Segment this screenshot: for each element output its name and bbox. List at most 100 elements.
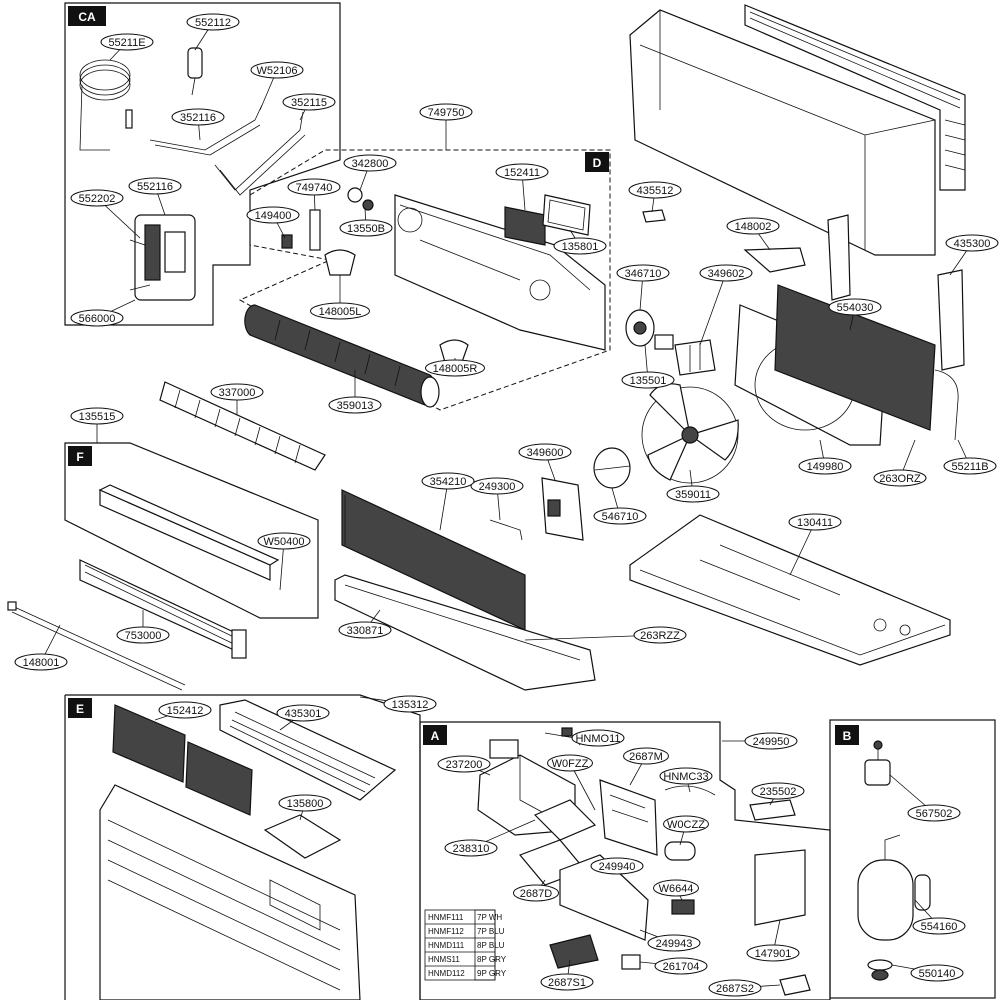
fan-motor-546710-part (593, 447, 631, 489)
label-oval (910, 964, 964, 982)
section-tag-b: B (835, 725, 859, 745)
part-label-346710: 346710 (616, 264, 670, 311)
label-text: 359013 (337, 400, 374, 412)
bracket-349600-part (541, 477, 584, 541)
part-label-135801: 135801 (553, 229, 607, 255)
label-oval (616, 264, 670, 282)
wire-harness-table (424, 909, 496, 981)
channel-135515-part (98, 484, 280, 581)
label-text: 2687M (629, 751, 663, 763)
part-label-550140: 550140 (891, 964, 964, 982)
drain-pan-330871-part (334, 574, 596, 691)
label-text: 552112 (195, 17, 231, 29)
base-pan-130411-part (629, 514, 951, 666)
part-label-359011: 359011 (666, 469, 720, 503)
wire-249300-part (489, 519, 523, 541)
part-label-2687d: 2687D (513, 879, 559, 902)
part-label-13550b: 13550B (339, 207, 393, 237)
section-tag-a: A (423, 725, 447, 745)
label-text: 135801 (562, 241, 599, 253)
label-oval (912, 917, 966, 935)
harness-hnmc33-part (664, 785, 716, 796)
label-text: W0FZZ (552, 758, 589, 770)
label-text: 263RZZ (640, 630, 680, 642)
board-2687s1-part (549, 934, 599, 969)
plate-147901-part (754, 849, 806, 926)
label-oval (278, 794, 332, 812)
label-text: 337000 (219, 387, 256, 399)
label-oval (70, 189, 124, 207)
wire-code: HNMF111 (428, 913, 464, 922)
gasket-135801-part (542, 194, 591, 236)
label-text: 753000 (125, 630, 162, 642)
label-oval (647, 934, 701, 952)
label-text: 55211B (951, 461, 988, 473)
part-label-352116: 352116 (171, 108, 225, 141)
label-text: 148002 (735, 221, 772, 233)
label-text: W50400 (264, 536, 305, 548)
label-oval (257, 532, 311, 550)
section-tag-e: E (68, 698, 92, 718)
cross-flow-fan-359013-part (244, 304, 440, 408)
label-text: W52106 (257, 65, 298, 77)
part-label-261704: 261704 (639, 957, 708, 975)
label-text: 349600 (527, 447, 564, 459)
leader-line (789, 521, 816, 576)
part-label-352115: 352115 (282, 93, 336, 121)
part-label-566000: 566000 (70, 299, 136, 327)
label-text: 552116 (137, 181, 173, 193)
label-oval (593, 507, 647, 525)
svg-text:F: F (76, 450, 83, 464)
label-text: 130411 (797, 517, 833, 529)
label-text: 147901 (755, 948, 792, 960)
label-text: 249950 (753, 736, 790, 748)
motor-346710-part (625, 309, 674, 350)
label-oval (553, 237, 607, 255)
label-oval (828, 298, 882, 316)
label-oval (470, 477, 524, 495)
relay-261704-part (621, 954, 641, 970)
cover-152411-part (504, 206, 546, 246)
holder-148005l-part (324, 249, 356, 276)
label-text: 342800 (352, 158, 389, 170)
part-label-148002: 148002 (726, 217, 780, 251)
bracket-749740-part (309, 209, 321, 251)
wire-desc: 8P GRY (477, 955, 507, 964)
section-d-frame (238, 149, 611, 411)
label-text: 359011 (675, 489, 711, 501)
label-text: HNMO11 (575, 733, 620, 745)
label-oval (70, 309, 124, 327)
part-label-w6644: W6644 (653, 879, 699, 901)
grommet-550140-part (867, 959, 893, 981)
part-label-546710: 546710 (593, 487, 647, 525)
part-label-238310: 238310 (444, 819, 536, 857)
label-text: 435301 (285, 708, 322, 720)
label-oval (654, 957, 708, 975)
part-label-263rzz: 263RZZ (524, 626, 687, 644)
wire-desc: 7P BLU (477, 927, 505, 936)
part-label-263orz: 263ORZ (873, 439, 927, 487)
part-label-2687s2: 2687S2 (708, 979, 781, 997)
part-label-342800: 342800 (343, 154, 397, 191)
wire-code: HNMD112 (428, 969, 465, 978)
part-label-w0czz: W0CZZ (663, 815, 709, 846)
part-label-435300: 435300 (945, 234, 999, 276)
label-oval (726, 217, 780, 235)
label-oval (70, 407, 124, 425)
wire-desc: 8P BLU (477, 941, 505, 950)
valve-assembly-552116-part (129, 214, 196, 301)
sheet-238310-part (533, 799, 597, 841)
part-label-w52106: W52106 (250, 61, 304, 111)
label-text: 554160 (921, 921, 958, 933)
part-label-w0fzz: W0FZZ (547, 754, 596, 811)
part-label-135515: 135515 (70, 407, 124, 443)
label-oval (158, 701, 212, 719)
part-label-55211b: 55211B (943, 439, 997, 475)
label-text: 55211E (108, 37, 145, 49)
wire-code: HNMD111 (428, 941, 465, 950)
label-text: W0CZZ (667, 819, 705, 831)
label-text: 330871 (347, 625, 384, 637)
label-oval (116, 626, 170, 644)
label-oval (518, 443, 572, 461)
holder-148005r-part (439, 339, 469, 363)
